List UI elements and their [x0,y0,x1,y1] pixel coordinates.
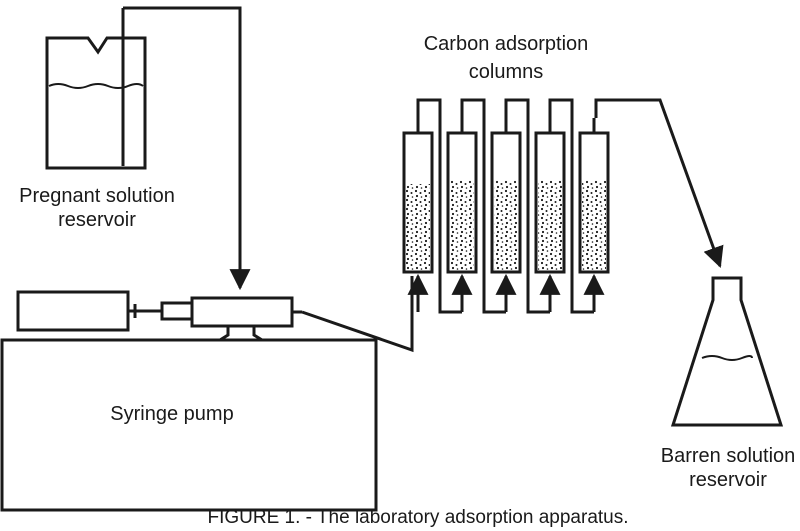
carbon-bed-1 [406,184,430,270]
carbon-bed-2 [450,180,474,270]
syringe-assembly [16,290,302,342]
syringe-to-columns-line [301,276,414,353]
syringe-pump-body [0,338,378,512]
columns-to-barren-line [594,98,724,268]
carbon-bed-5 [582,180,606,270]
pregnant-reservoir-label-line1: Pregnant solution [19,185,175,207]
column-connector-4 [548,98,594,314]
syringe-pump-label: Syringe pump [110,403,233,425]
barren-solution-flask [670,276,784,427]
column-connector-1 [416,98,462,314]
column-connector-2 [460,98,506,314]
barren-reservoir-label-line2: reservoir [689,469,767,491]
carbon-bed-4 [538,180,562,270]
figure-caption: FIGURE 1. - The laboratory adsorption ap… [207,507,628,528]
feed-line [123,6,251,291]
carbon-columns-label-line1: Carbon adsorption [424,33,589,55]
carbon-columns-label-line2: columns [469,61,543,83]
barren-reservoir-label-line1: Barren solution [661,445,796,467]
column-connector-3 [504,98,550,314]
pregnant-reservoir-label-line2: reservoir [58,209,136,231]
carbon-columns [402,98,610,314]
carbon-bed-3 [494,180,518,270]
pregnant-solution-beaker [45,8,147,170]
